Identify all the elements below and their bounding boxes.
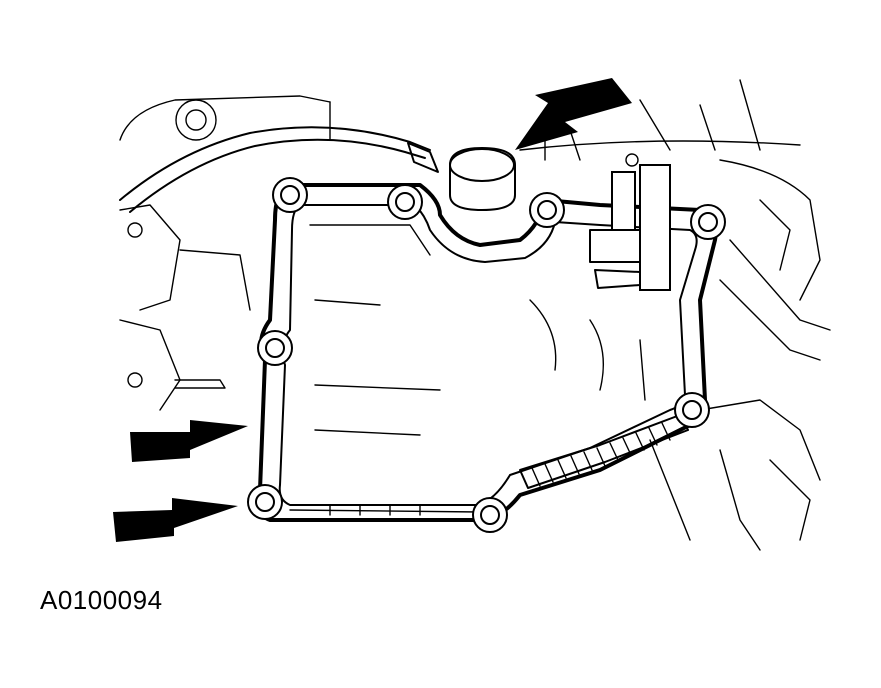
sensor-cap: [449, 146, 516, 212]
bolt: [257, 330, 293, 366]
cover-bolts: [247, 177, 726, 533]
arrow-left-lower: [113, 498, 238, 542]
callout-arrows: [113, 78, 632, 542]
figure-reference-code: A0100094: [40, 585, 163, 615]
bolt: [529, 192, 565, 228]
arrow-left-upper: [130, 420, 248, 462]
wiring-cable: [119, 126, 439, 213]
arrow-top: [515, 78, 632, 150]
bolt: [247, 484, 283, 520]
bolt: [272, 177, 308, 213]
bolt: [387, 184, 423, 220]
bolt: [472, 497, 508, 533]
bolt: [690, 204, 726, 240]
breather-hose-connector: [589, 153, 671, 291]
bolt: [674, 392, 710, 428]
